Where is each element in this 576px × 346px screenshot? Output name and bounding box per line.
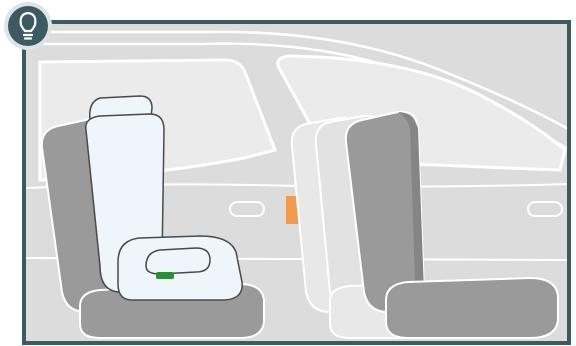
right-seat-cushion [386, 278, 558, 338]
isofix-clip [156, 272, 174, 279]
booster-armrest [146, 248, 210, 274]
tip-badge [4, 2, 52, 50]
